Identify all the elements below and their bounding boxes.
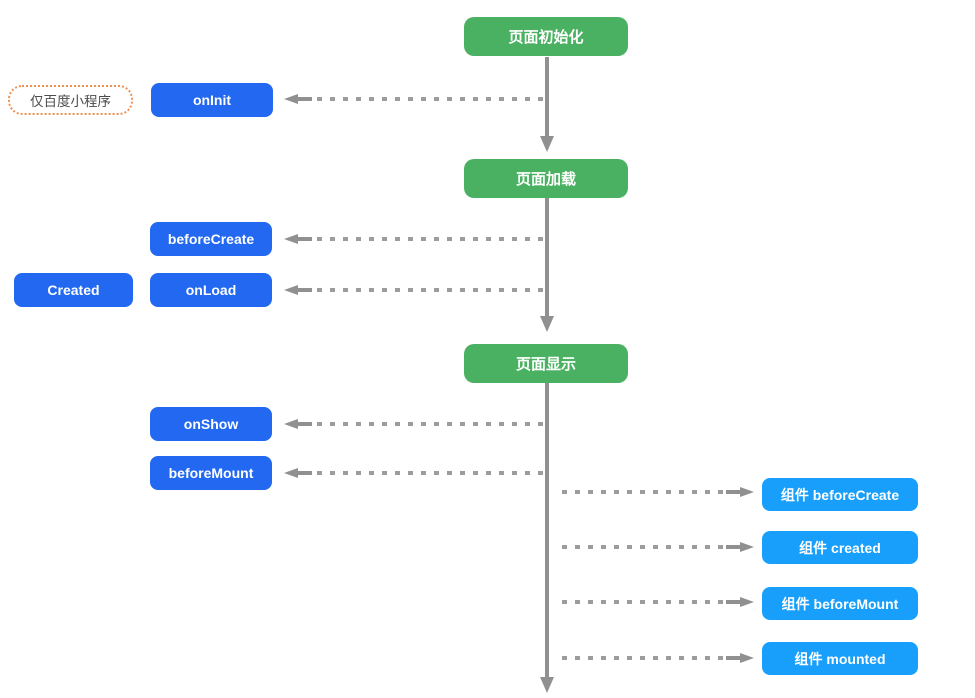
component-hook-beforecreate: 组件 beforeCreate — [762, 478, 918, 511]
dashed-arrow-to-beforemount — [284, 468, 543, 478]
flow-arrow-show-down — [540, 383, 554, 693]
dashed-arrow-to-component-beforemount — [562, 597, 754, 607]
flow-arrow-init-to-load — [540, 57, 554, 152]
stage-page-load: 页面加载 — [464, 159, 628, 198]
hook-created: Created — [14, 273, 133, 307]
hook-beforemount: beforeMount — [150, 456, 272, 490]
stage-page-init: 页面初始化 — [464, 17, 628, 56]
component-hook-beforemount: 组件 beforeMount — [762, 587, 918, 620]
component-hook-created: 组件 created — [762, 531, 918, 564]
flow-arrow-load-to-show — [540, 198, 554, 332]
dashed-arrow-to-onshow — [284, 419, 543, 429]
dashed-arrow-to-onload — [284, 285, 543, 295]
hook-beforecreate: beforeCreate — [150, 222, 272, 256]
component-hook-mounted: 组件 mounted — [762, 642, 918, 675]
hook-oninit: onInit — [151, 83, 273, 117]
dashed-arrow-to-component-beforecreate — [562, 487, 754, 497]
hook-onload: onLoad — [150, 273, 272, 307]
dashed-arrow-to-component-mounted — [562, 653, 754, 663]
dashed-arrow-to-beforecreate — [284, 234, 543, 244]
dashed-arrow-to-component-created — [562, 542, 754, 552]
dashed-arrow-to-oninit — [284, 94, 543, 104]
stage-page-show: 页面显示 — [464, 344, 628, 383]
note-baidu-only: 仅百度小程序 — [8, 85, 133, 115]
hook-onshow: onShow — [150, 407, 272, 441]
